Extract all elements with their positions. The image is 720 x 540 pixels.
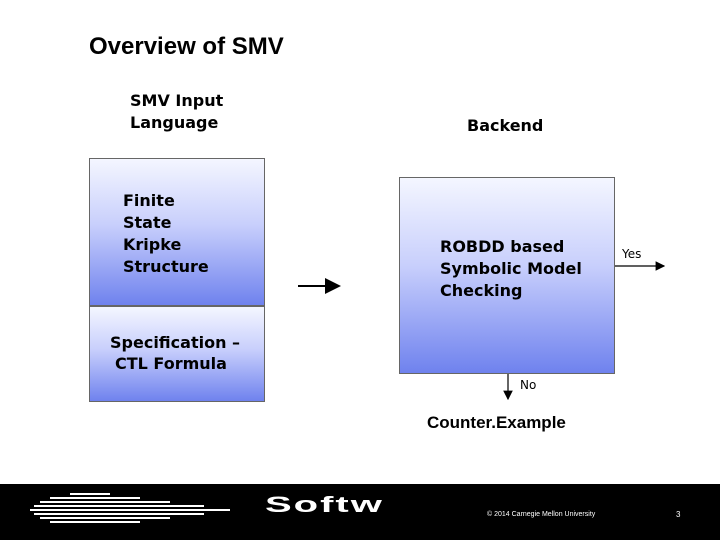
robdd-line: ROBDD based (440, 237, 565, 256)
backend-box (399, 177, 615, 374)
kripke-structure-box (89, 158, 265, 306)
page-number: 3 (676, 510, 681, 519)
spec-line-2: CTL Formula (115, 354, 227, 373)
robdd-line: Symbolic Model (440, 259, 582, 278)
copyright-text: © 2014 Carnegie Mellon University (487, 511, 596, 518)
backend-label: Backend (467, 116, 544, 135)
robdd-line: Checking (440, 281, 523, 300)
no-label: No (520, 378, 537, 392)
specification-box (89, 306, 265, 402)
kripke-line: Kripke (123, 235, 182, 254)
cmu-logo-stripes (30, 493, 230, 523)
kripke-line: Finite (123, 191, 175, 210)
kripke-line: State (123, 213, 172, 232)
smv-input-language-label: SMV Input Language (130, 90, 223, 134)
robdd-text: ROBDD based Symbolic Model Checking (440, 236, 582, 302)
kripke-line: Structure (123, 257, 209, 276)
footer-brand-text: Softw (265, 492, 384, 518)
input-label-line-2: Language (130, 113, 219, 132)
spec-line-1: Specification – (110, 333, 241, 352)
yes-label: Yes (622, 247, 642, 261)
kripke-structure-text: Finite State Kripke Structure (123, 190, 209, 278)
slide-title: Overview of SMV (89, 33, 284, 60)
input-label-line-1: SMV Input (130, 91, 224, 110)
specification-text: Specification – CTL Formula (110, 332, 240, 374)
footer-bar (0, 484, 720, 540)
counterexample-label: Counter.Example (427, 413, 566, 432)
